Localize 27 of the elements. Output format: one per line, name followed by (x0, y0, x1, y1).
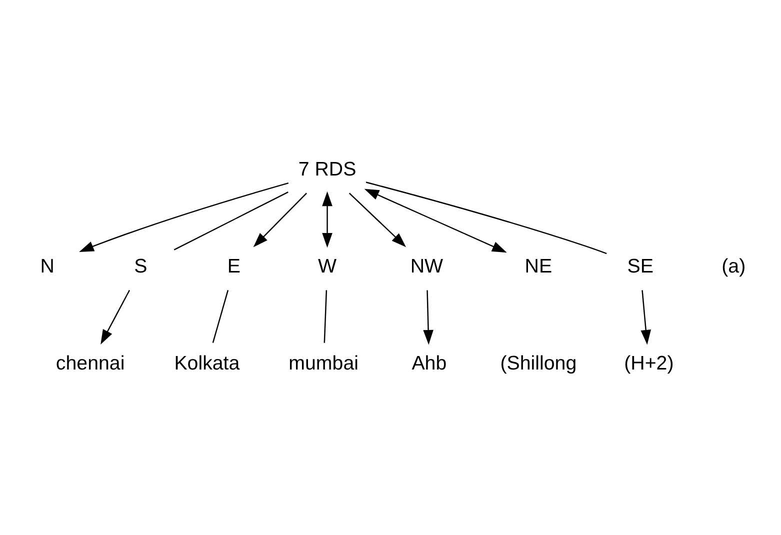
arrow (100, 289, 130, 344)
connector (212, 290, 229, 342)
arrow (322, 190, 332, 248)
arrow (364, 188, 507, 252)
node-text: NW (410, 255, 444, 278)
node-text: S (134, 255, 148, 278)
arrow (253, 192, 307, 247)
node-text: Ahb (412, 352, 447, 374)
arrow (640, 290, 651, 344)
node-text: 7 RDS (298, 158, 356, 180)
node-text: NE (524, 255, 552, 278)
node-text: Kolkata (174, 352, 240, 374)
node-text: W (318, 255, 337, 278)
node-text: chennai (56, 352, 125, 374)
arrow (348, 192, 406, 247)
node-text: N (40, 255, 54, 278)
node-text: E (227, 255, 241, 278)
label: (a) (722, 255, 746, 278)
node-text: SE (627, 255, 654, 278)
arrow (423, 290, 434, 344)
node-text: (H+2) (624, 352, 674, 374)
connector (324, 290, 328, 342)
arrow (79, 182, 289, 252)
connector (174, 191, 288, 250)
node-text: mumbai (288, 352, 358, 374)
connector (366, 181, 607, 254)
node-label: (Shillong (500, 352, 577, 374)
